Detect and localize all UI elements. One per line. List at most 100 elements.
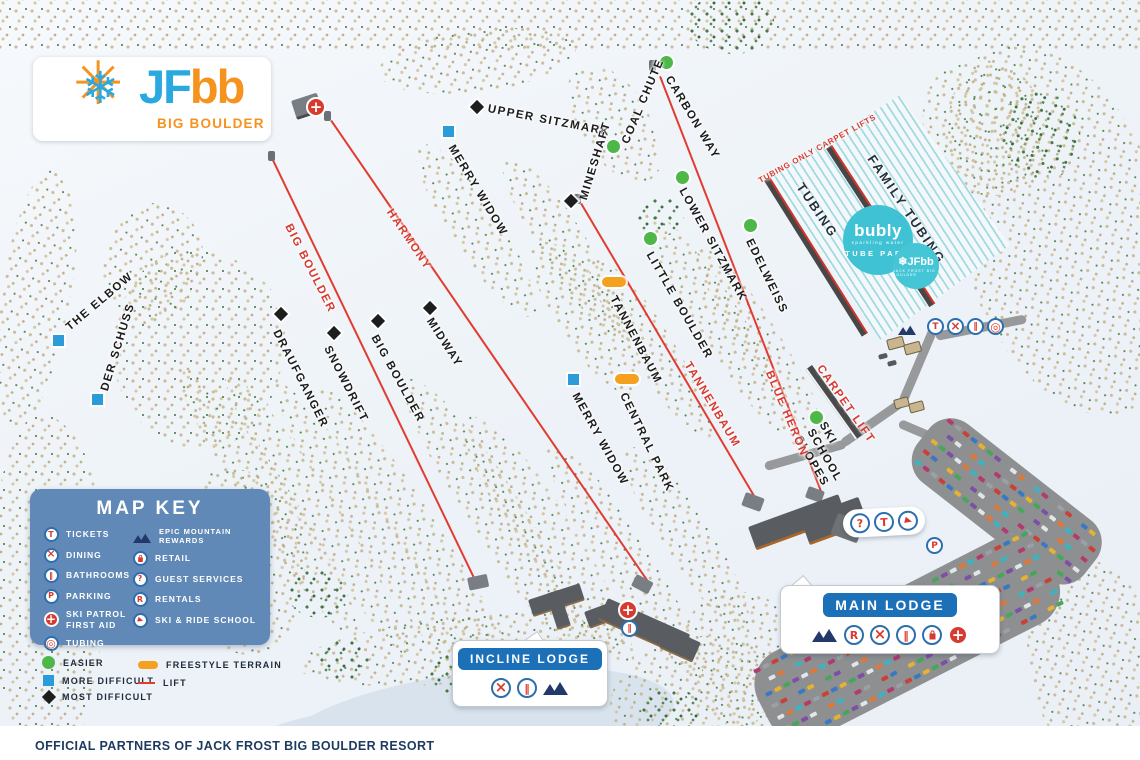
forest [318, 638, 370, 680]
bathrooms-icon: ‖ [44, 568, 59, 583]
road [898, 326, 938, 404]
marker-most-difficult [370, 313, 386, 329]
retail-icon [922, 625, 942, 645]
rentals-icon: R [844, 625, 864, 645]
lift-tower [324, 111, 331, 121]
epic-mountain-rewards-icon [898, 325, 917, 335]
key-item-ski-patrol: +SKI PATROL FIRST AID [44, 609, 127, 630]
marker-freestyle [615, 374, 639, 384]
epic-mountain-rewards-icon [543, 681, 569, 695]
ski-ride-school-icon [897, 510, 919, 532]
epic-mountain-rewards-icon [812, 628, 838, 642]
tubing-icon: ◎ [44, 635, 59, 651]
ski-patrol-first-aid-icon: + [306, 97, 326, 117]
marker-freestyle [602, 277, 626, 287]
incline-lodge-label: INCLINE LODGE [458, 648, 603, 670]
dining-icon: × [870, 625, 890, 645]
retail-icon [133, 551, 148, 567]
key-item-bathrooms: ‖BATHROOMS [44, 568, 130, 583]
bathrooms-icon: ‖ [621, 620, 638, 637]
ski-patrol-first-aid-icon: + [618, 600, 638, 620]
ski-ride-school-icon [133, 612, 148, 628]
car [878, 352, 888, 360]
jfbb-badge-sub: JACK FROST BIG BOULDER [893, 269, 936, 277]
main-lodge-label: MAIN LODGE [823, 593, 957, 617]
trail-label-midway: MIDWAY [423, 316, 465, 370]
marker-most-difficult [469, 99, 485, 115]
forest [636, 196, 684, 236]
legend-lift: LIFT [138, 678, 187, 688]
bathrooms-icon: ‖ [967, 318, 984, 335]
footer-text: OFFICIAL PARTNERS OF JACK FROST BIG BOUL… [35, 739, 435, 753]
jfbb-badge-logo: ❄JFbb JACK FROST BIG BOULDER [893, 243, 939, 289]
ski-patrol-first-aid-icon: + [948, 625, 968, 645]
guest-services-icon: ? [849, 512, 871, 534]
bubly-tagline: sparkling water [851, 240, 905, 245]
tickets-icon: T [44, 527, 59, 542]
parking-icon: P [44, 588, 59, 604]
marker-most-difficult [422, 300, 438, 316]
key-item-retail: RETAIL [133, 551, 270, 567]
logo-subtitle: BIG BOULDER [157, 116, 265, 131]
lift-tower [574, 194, 581, 204]
tickets-icon: T [927, 318, 944, 335]
rentals-icon: R [133, 592, 148, 608]
bubly-brand: bubly [854, 221, 902, 240]
dining-icon: × [947, 318, 964, 335]
ski-patrol-first-aid-icon: + [44, 612, 59, 628]
key-item-guest-services: ?GUEST SERVICES [133, 571, 270, 587]
forest [288, 568, 346, 618]
logo-wordmark: JFbb [139, 60, 245, 113]
lift-tower [649, 60, 656, 71]
map-key-title: MAP KEY [96, 498, 204, 519]
tubing-base-icons: T×‖◎ [898, 318, 1004, 335]
legend-easier: EASIER [42, 656, 104, 669]
lift-station [741, 492, 765, 512]
parking-icon: P [926, 537, 943, 554]
epic-mountain-rewards-icon [133, 533, 151, 543]
building [893, 396, 911, 410]
footer-strip: OFFICIAL PARTNERS OF JACK FROST BIG BOUL… [0, 726, 1140, 760]
dining-icon: × [44, 547, 59, 563]
marker-easier [660, 56, 673, 69]
forest [688, 0, 774, 54]
building [886, 335, 906, 351]
main-lodge-callout: MAIN LODGE R × ‖ + [780, 585, 1000, 654]
jfbb-badge-text: ❄JFbb [898, 256, 934, 268]
marker-more-difficult [443, 126, 454, 137]
marker-more-difficult [92, 394, 103, 405]
tubing-icon: ◎ [987, 318, 1004, 335]
marker-easier [810, 411, 823, 424]
snowflake-icon: ✳ [73, 49, 124, 119]
marker-most-difficult [326, 325, 342, 341]
key-item-ski-ride-school: SKI & RIDE SCHOOL [133, 612, 270, 628]
bubly-park: TUBE PARK [845, 249, 911, 258]
trail-label-carbon-way: CARBON WAY [662, 74, 722, 162]
marker-easier [744, 219, 757, 232]
marker-easier [607, 140, 620, 153]
marker-more-difficult [53, 335, 64, 346]
marker-more-difficult [568, 374, 579, 385]
key-item-tubing: ◎TUBING [44, 635, 130, 651]
legend-most-difficult: MOST DIFFICULT [41, 689, 153, 705]
snowflake-icon: ❄ [82, 63, 119, 114]
marker-easier [676, 171, 689, 184]
car [887, 359, 897, 367]
incline-lodge-callout: INCLINE LODGE × ‖ [452, 640, 608, 707]
building [908, 400, 926, 414]
lift-station [467, 573, 490, 591]
marker-easier [644, 232, 657, 245]
legend-more-difficult: MORE DIFFICULT [43, 675, 154, 686]
main-lodge-services-pill: ? T [842, 505, 926, 539]
key-item-epic: EPIC MOUNTAIN REWARDS [133, 527, 270, 546]
bathrooms-icon: ‖ [896, 625, 916, 645]
bathrooms-icon: ‖ [517, 678, 537, 698]
legend-freestyle: FREESTYLE TERRAIN [138, 660, 282, 670]
guest-services-icon: ? [133, 571, 148, 587]
lift-label-harmony: HARMONY [384, 207, 434, 273]
lift-tower [268, 151, 275, 161]
